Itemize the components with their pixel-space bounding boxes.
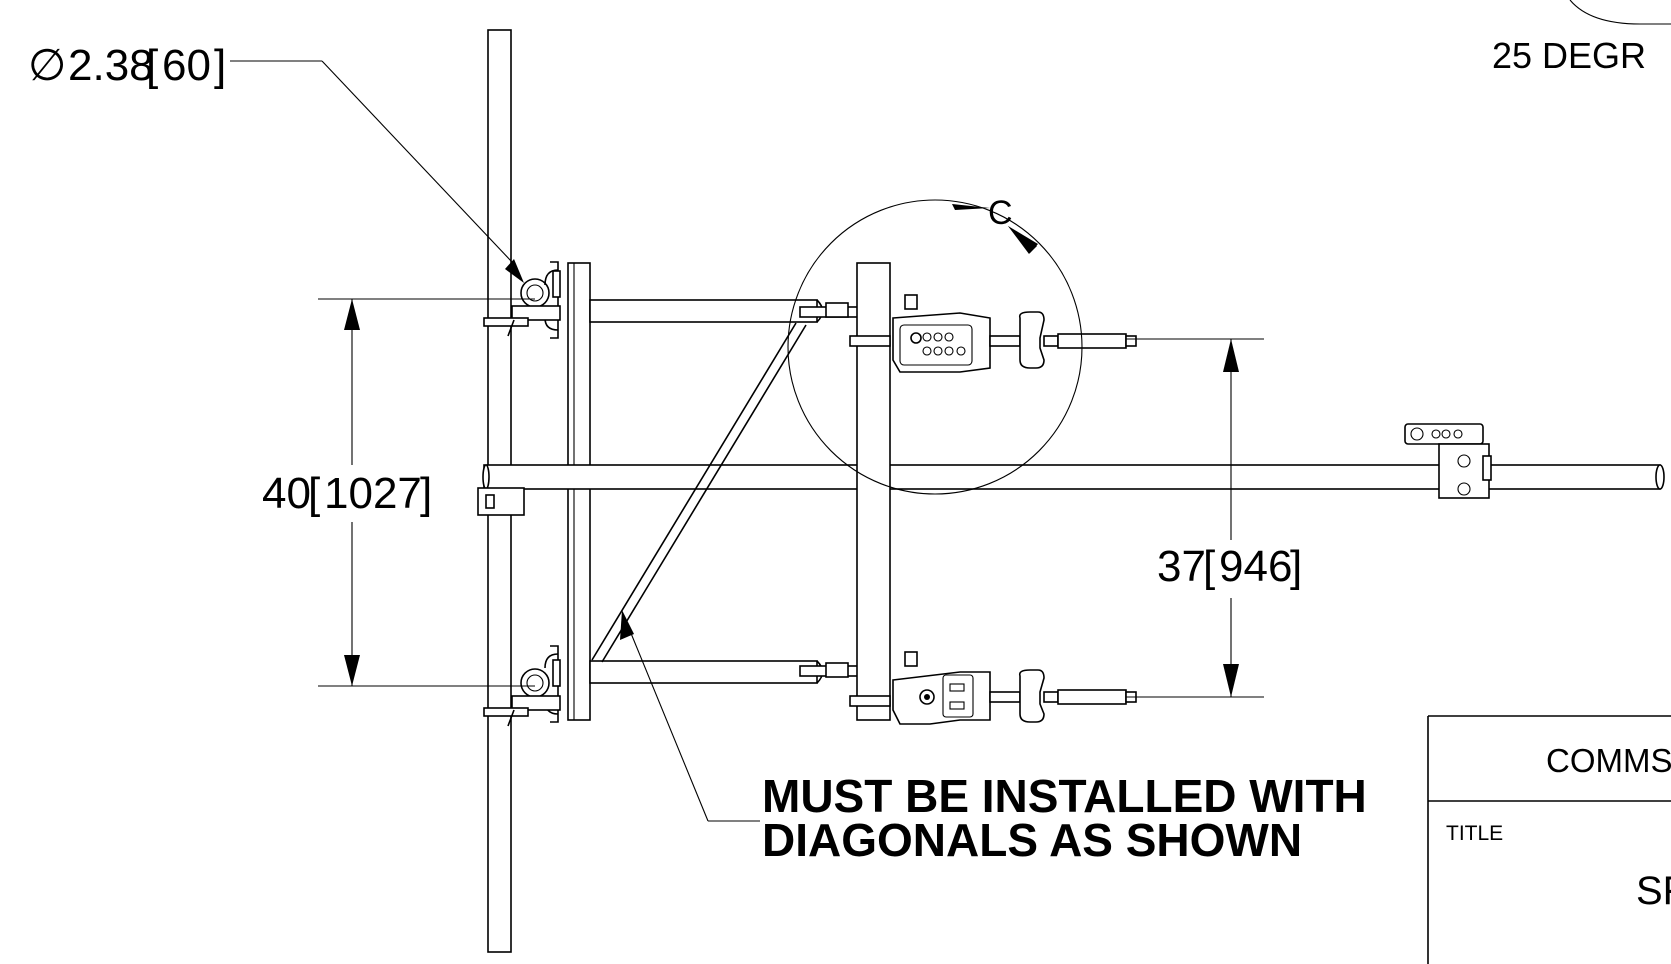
diagonal-brace xyxy=(591,322,807,663)
dim-mount-imperial: 40 xyxy=(262,469,311,518)
title-block xyxy=(1427,715,1671,964)
dim-arm-bracket-open: [ xyxy=(1203,542,1215,591)
angle-view-arc xyxy=(1569,0,1671,25)
note-leader xyxy=(620,610,760,822)
detail-label: C xyxy=(988,194,1013,232)
diameter-leader xyxy=(230,60,524,283)
title-block-company: COMMSC xyxy=(1546,742,1671,779)
dim-arm-metric: 946 xyxy=(1219,542,1292,591)
diameter-bracket-close: ] xyxy=(214,41,226,90)
upper-arm xyxy=(589,299,861,323)
pipe-clamp-left xyxy=(477,487,525,516)
dim-arm-spacing xyxy=(1126,338,1264,698)
dim-mount-spacing xyxy=(318,298,535,687)
dim-arm-bracket-close: ] xyxy=(1290,542,1302,591)
dim-mount-metric: 1027 xyxy=(324,469,422,518)
detail-circle xyxy=(787,199,1083,495)
pipe-clamp-right xyxy=(1404,423,1492,499)
diameter-metric: 60 xyxy=(162,41,211,90)
antenna-bracket-lower xyxy=(825,651,1137,725)
diameter-symbol: ∅ xyxy=(28,41,66,90)
angle-label: 25 DEGR xyxy=(1492,35,1646,76)
mounting-plate xyxy=(567,262,591,721)
diameter-imperial: 2.38 xyxy=(68,41,154,90)
diameter-bracket-open: [ xyxy=(146,41,158,90)
note-line1: MUST BE INSTALLED WITH xyxy=(762,770,1367,822)
title-block-title-label: TITLE xyxy=(1446,822,1503,845)
lower-arm xyxy=(589,660,861,684)
dim-arm-imperial: 37 xyxy=(1157,542,1206,591)
pipe-clamp-upper xyxy=(483,261,561,339)
title-block-title-value: SF xyxy=(1636,869,1671,913)
antenna-bracket-upper xyxy=(825,294,1137,373)
dim-mount-bracket-open: [ xyxy=(308,469,320,518)
dim-mount-bracket-close: ] xyxy=(420,469,432,518)
note-line2: DIAGONALS AS SHOWN xyxy=(762,814,1302,866)
pipe-clamp-lower xyxy=(483,645,561,727)
secondary-post xyxy=(856,262,891,721)
